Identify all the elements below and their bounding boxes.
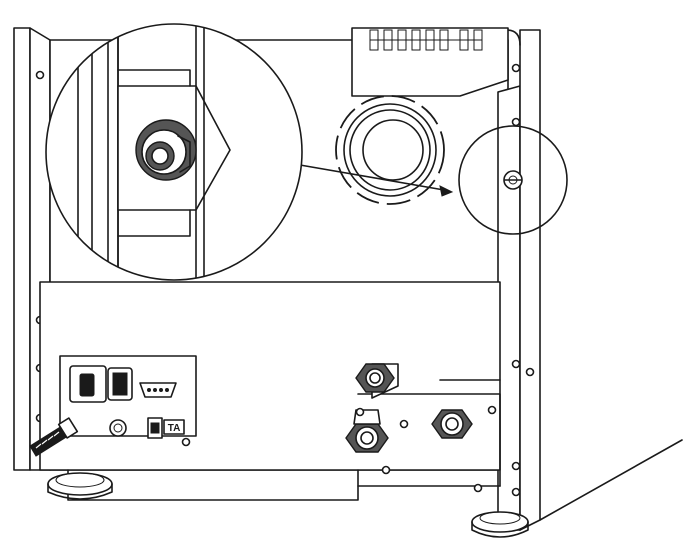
foot-right [471,511,529,533]
callout-leader [299,164,454,197]
power-inlet-socket [79,373,95,397]
fuse-marking-label: TA [168,423,181,434]
serial-port[interactable] [139,382,177,398]
ventilation-grille [351,27,509,97]
gas-connectors [345,363,497,493]
floor-edge-right [539,439,683,521]
fuse-label-box [163,419,185,435]
cable-gland [29,417,79,457]
detail-callout-large [45,23,303,281]
power-switch-rocker [112,372,128,396]
housing-right-wall [519,29,541,531]
ground-terminal[interactable] [109,419,127,437]
arrow-head [439,185,454,197]
right-subpanel [357,393,501,487]
connection-panel: TA [39,281,501,501]
exhaust-port [335,95,445,205]
foot-left [47,472,113,496]
feet [47,472,529,538]
housing-left-wall [13,27,31,471]
detail-callout-small [458,125,568,235]
housing-corner [506,29,521,46]
